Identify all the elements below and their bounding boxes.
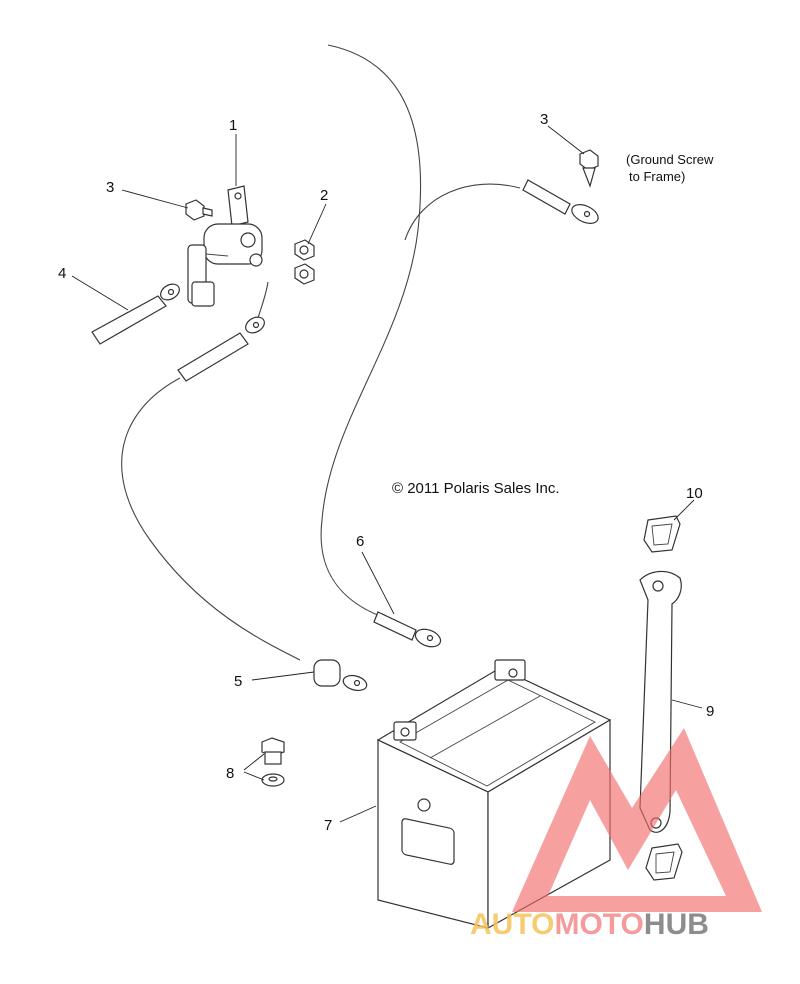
leader-3b bbox=[547, 125, 585, 155]
callout-10: 10 bbox=[686, 485, 703, 502]
callout-3-left: 3 bbox=[106, 179, 114, 196]
callout-7: 7 bbox=[324, 817, 332, 834]
cable-4 bbox=[91, 283, 180, 345]
callout-5: 5 bbox=[234, 673, 242, 690]
ground-note-line1: (Ground Screw bbox=[626, 152, 714, 167]
leader-7 bbox=[339, 805, 377, 823]
leader-6 bbox=[361, 551, 395, 615]
leader-5 bbox=[251, 671, 315, 681]
ground-cable-terminal bbox=[522, 179, 599, 224]
ground-note-line2: to Frame) bbox=[629, 169, 685, 184]
screw-3-left bbox=[185, 199, 213, 221]
watermark-triangle bbox=[512, 728, 762, 912]
leader-9 bbox=[671, 699, 703, 709]
nuts bbox=[294, 239, 315, 285]
bolt-washer bbox=[261, 737, 285, 787]
cable-5-wire bbox=[121, 377, 301, 661]
callout-8: 8 bbox=[226, 765, 234, 782]
leader-10 bbox=[673, 499, 695, 521]
callout-4: 4 bbox=[58, 265, 66, 282]
watermark-moto: MOTO bbox=[554, 908, 643, 941]
cable-6-wire bbox=[320, 44, 422, 617]
leader-8a bbox=[243, 753, 265, 771]
solenoid-cable bbox=[177, 316, 265, 382]
leader-3a bbox=[121, 189, 189, 209]
copyright-text: © 2011 Polaris Sales Inc. bbox=[392, 480, 560, 497]
watermark-text: AUTOMOTOHUB bbox=[470, 908, 709, 941]
watermark-auto: AUTO bbox=[470, 908, 554, 941]
callout-3-right: 3 bbox=[540, 111, 548, 128]
leader-4 bbox=[71, 275, 129, 311]
leader-2 bbox=[307, 203, 327, 245]
callout-9: 9 bbox=[706, 703, 714, 720]
watermark-hub: HUB bbox=[644, 908, 709, 941]
ground-cable-wire bbox=[404, 183, 521, 241]
solenoid-upper-wire bbox=[257, 281, 269, 319]
cable-5-terminal bbox=[313, 659, 368, 692]
ground-screw-3 bbox=[579, 149, 599, 188]
callout-2: 2 bbox=[320, 187, 328, 204]
strap-clip-top bbox=[643, 515, 681, 553]
strap-clip-bottom bbox=[645, 843, 683, 881]
cable-6-terminal bbox=[373, 611, 442, 648]
watermark-logo: AUTOMOTOHUB bbox=[470, 728, 762, 941]
leader-8b bbox=[243, 771, 265, 781]
battery bbox=[376, 659, 612, 930]
solenoid bbox=[187, 185, 263, 307]
callout-1: 1 bbox=[229, 117, 237, 134]
callout-6: 6 bbox=[356, 533, 364, 550]
